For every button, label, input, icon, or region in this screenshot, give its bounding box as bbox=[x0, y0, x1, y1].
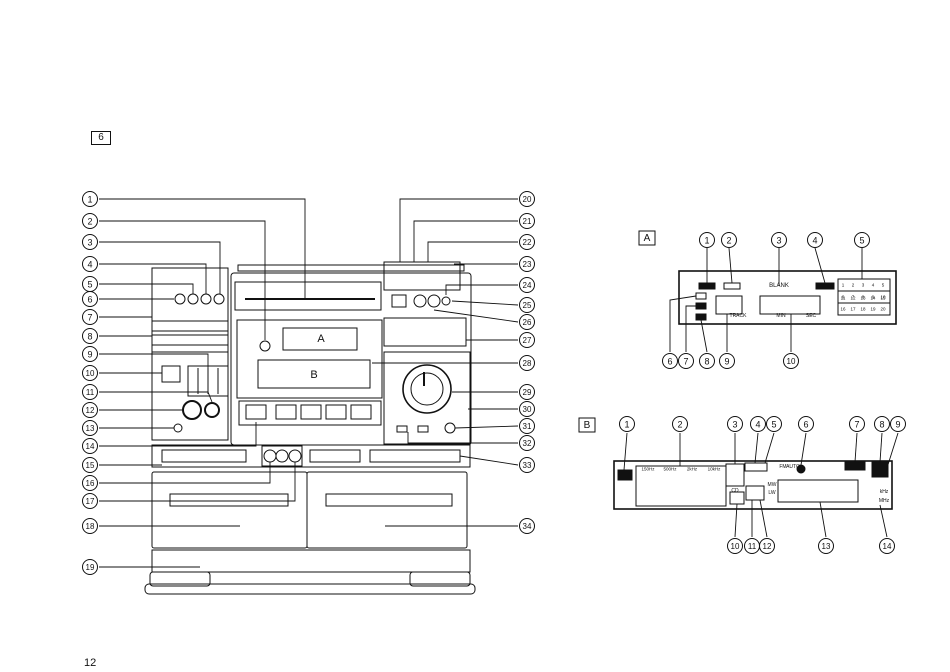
unit-callout-33: 33 bbox=[523, 461, 532, 470]
display-a-min-label: MIN bbox=[776, 313, 786, 319]
unit-callout-34: 34 bbox=[523, 522, 532, 531]
display-a-callout-1: 1 bbox=[704, 236, 709, 246]
display-b-mhz-label: MHz bbox=[879, 498, 890, 504]
display-a-callout-6: 6 bbox=[667, 357, 672, 367]
unit-callout-17: 17 bbox=[86, 497, 95, 506]
unit-callout-25: 25 bbox=[523, 301, 532, 310]
track-grid-15: 15 bbox=[880, 296, 886, 301]
unit-callout-24: 24 bbox=[523, 281, 532, 290]
display-b-callout-12: 12 bbox=[763, 542, 772, 551]
track-grid-12: 12 bbox=[850, 296, 856, 301]
display-b-callout-9: 9 bbox=[895, 420, 900, 430]
unit-callout-10: 10 bbox=[86, 369, 95, 378]
track-grid-16: 16 bbox=[840, 307, 846, 312]
unit-callout-20: 20 bbox=[523, 195, 532, 204]
unit-callout-11: 11 bbox=[86, 388, 95, 397]
unit-callout-30: 30 bbox=[523, 405, 532, 414]
display-a-callout-9: 9 bbox=[724, 357, 729, 367]
display-b-mw-label: MW bbox=[768, 482, 777, 488]
display-b-callout-3: 3 bbox=[732, 420, 737, 430]
display-b-callout-6: 6 bbox=[803, 420, 808, 430]
display-b-lw-label: LW bbox=[768, 490, 775, 496]
unit-callout-12: 12 bbox=[86, 406, 95, 415]
eq-band-1: 500Hz bbox=[663, 467, 677, 472]
display-b-callout-7: 7 bbox=[854, 420, 859, 430]
unit-callout-16: 16 bbox=[86, 479, 95, 488]
stereo-unit-drawing bbox=[145, 262, 475, 594]
unit-callout-31: 31 bbox=[523, 422, 532, 431]
display-b-callout-8: 8 bbox=[879, 420, 884, 430]
unit-callout-29: 29 bbox=[523, 388, 532, 397]
display-b-callout-1: 1 bbox=[624, 420, 629, 430]
track-grid-13: 13 bbox=[860, 296, 866, 301]
unit-callout-5: 5 bbox=[87, 280, 92, 290]
unit-callout-27: 27 bbox=[523, 336, 532, 345]
display-b-khz-label: kHz bbox=[880, 489, 889, 495]
unit-callout-4: 4 bbox=[87, 260, 92, 270]
track-grid-4: 4 bbox=[872, 283, 875, 288]
eq-band-2: 2kHz bbox=[687, 467, 698, 472]
eq-band-0: 150Hz bbox=[641, 467, 655, 472]
display-b-label: B bbox=[584, 420, 591, 431]
track-grid-17: 17 bbox=[850, 307, 856, 312]
unit-callout-15: 15 bbox=[86, 461, 95, 470]
unit-callout-6: 6 bbox=[87, 295, 92, 305]
track-grid-20: 20 bbox=[880, 307, 886, 312]
display-a-blank-indicator: BLANK bbox=[769, 283, 789, 289]
track-grid-11: 11 bbox=[841, 296, 846, 301]
disc-window-a-label: A bbox=[317, 333, 325, 345]
display-b-auto-label: AUTO bbox=[786, 464, 800, 470]
unit-callout-22: 22 bbox=[523, 238, 532, 247]
display-a-callout-7: 7 bbox=[683, 357, 688, 367]
unit-leader-lines bbox=[99, 199, 518, 567]
display-b-callout-2: 2 bbox=[677, 420, 682, 430]
display-a-callout-2: 2 bbox=[726, 236, 731, 246]
unit-callout-28: 28 bbox=[523, 359, 532, 368]
unit-callout-9: 9 bbox=[87, 350, 92, 360]
display-b-callout-5: 5 bbox=[771, 420, 776, 430]
track-grid-18: 18 bbox=[860, 307, 866, 312]
track-grid-1: 1 bbox=[842, 283, 845, 288]
display-a-callout-3: 3 bbox=[776, 236, 781, 246]
display-a-track-label: TRACK bbox=[730, 313, 748, 319]
unit-callout-13: 13 bbox=[86, 424, 95, 433]
display-a-callout-4: 4 bbox=[812, 236, 817, 246]
unit-callout-23: 23 bbox=[523, 260, 532, 269]
unit-callout-26: 26 bbox=[523, 318, 532, 327]
unit-callout-21: 21 bbox=[523, 217, 532, 226]
display-b-callout-10: 10 bbox=[731, 542, 740, 551]
track-grid-19: 19 bbox=[870, 307, 876, 312]
display-b-callout-4: 4 bbox=[755, 420, 760, 430]
display-b-callout-13: 13 bbox=[822, 542, 831, 551]
track-grid-3: 3 bbox=[862, 283, 865, 288]
unit-callout-32: 32 bbox=[523, 439, 532, 448]
display-a-label: A bbox=[644, 233, 651, 244]
display-a-callout-8: 8 bbox=[704, 357, 709, 367]
display-a-callout-10: 10 bbox=[787, 357, 796, 366]
display-a-leader-lines bbox=[670, 248, 862, 352]
disc-window-b-label: B bbox=[310, 369, 317, 381]
eq-band-3: 10kHz bbox=[708, 467, 722, 472]
display-b-callout-11: 11 bbox=[748, 542, 757, 551]
track-grid-14: 14 bbox=[870, 296, 876, 301]
unit-callout-19: 19 bbox=[86, 563, 95, 572]
display-b-leader-lines bbox=[624, 433, 898, 537]
display-b-drawing bbox=[614, 461, 892, 509]
unit-callout-8: 8 bbox=[87, 332, 92, 342]
unit-callout-18: 18 bbox=[86, 522, 95, 531]
display-b-cd-label: CD bbox=[731, 488, 739, 494]
unit-callout-14: 14 bbox=[86, 442, 95, 451]
display-a-sec-label: SEC bbox=[806, 313, 817, 319]
display-b-callout-14: 14 bbox=[883, 542, 892, 551]
track-grid-2: 2 bbox=[852, 283, 855, 288]
track-grid-5: 5 bbox=[882, 283, 885, 288]
unit-callout-2: 2 bbox=[87, 217, 92, 227]
display-a-callout-5: 5 bbox=[859, 236, 864, 246]
unit-callout-3: 3 bbox=[87, 238, 92, 248]
unit-callout-1: 1 bbox=[87, 195, 92, 205]
unit-callout-7: 7 bbox=[87, 313, 92, 323]
